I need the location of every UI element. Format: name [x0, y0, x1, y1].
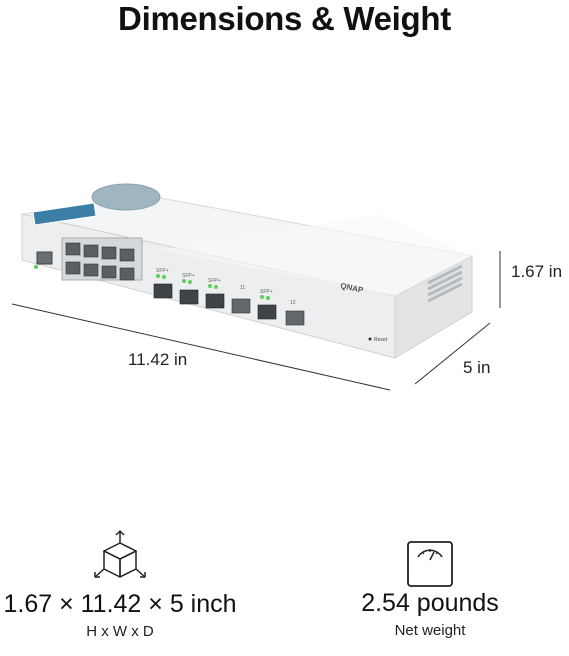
device-label	[32, 202, 97, 226]
width-dimension-line	[11, 303, 391, 391]
management-port	[36, 251, 53, 265]
port-label: 12	[290, 300, 296, 306]
box-dimensions-icon	[94, 530, 146, 578]
width-measurement: 11.42 in	[128, 350, 188, 369]
port-label: SFP+	[182, 273, 195, 279]
weight-value: 2.54 pounds	[361, 589, 499, 617]
page-title: Dimensions & Weight	[118, 0, 451, 37]
weight-spec: 2.54 pounds Net weight	[330, 540, 530, 641]
size-value: 1.67 × 11.42 × 5 inch	[3, 590, 237, 618]
sfp-port-block: SFP+ SFP+ SFP+ 11 SFP+ 12	[153, 268, 305, 326]
height-measurement: 1.67 in	[511, 262, 563, 281]
weight-caption: Net weight	[394, 622, 466, 639]
scale-icon	[407, 541, 453, 587]
size-spec: 1.67 × 11.42 × 5 inch H x W x D	[0, 525, 240, 642]
network-switch-illustration: QNAP	[11, 183, 501, 391]
rj45-port-block	[61, 237, 143, 281]
top-fan-cover	[91, 183, 161, 211]
port-label: SFP+	[260, 289, 273, 295]
depth-dimension-line	[414, 322, 491, 385]
reset-label: Reset	[374, 337, 388, 343]
depth-measurement: 5 in	[463, 358, 491, 377]
port-label: SFP+	[208, 278, 221, 284]
port-label: 11	[240, 285, 245, 291]
size-caption: H x W x D	[86, 623, 154, 640]
port-label: SFP+	[156, 268, 169, 274]
